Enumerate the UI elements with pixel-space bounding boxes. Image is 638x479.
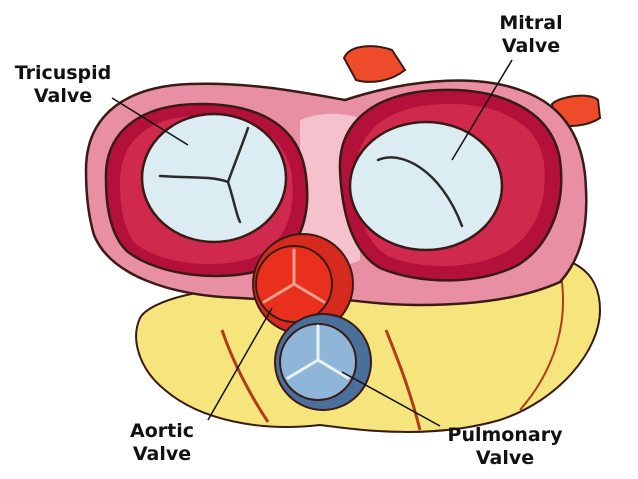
fat-seam-right	[384, 329, 422, 431]
aortic-label-line2: Valve	[132, 443, 192, 465]
aortic-valve-label: Aortic Valve	[110, 420, 214, 466]
mitral-label-line2: Valve	[501, 35, 561, 57]
mitral-valve-closure-line	[376, 156, 464, 228]
mitral-valve-label: Mitral Valve	[476, 12, 586, 58]
fat-seam-left	[220, 329, 270, 423]
pulmonary-valve-label: Pulmonary Valve	[430, 424, 580, 470]
mitral-leader-line	[451, 59, 513, 161]
pulmonary-vein-top	[342, 45, 407, 83]
fat-seam-far-right	[519, 269, 564, 411]
tricuspid-leader-line	[111, 97, 189, 146]
mitral-valve	[348, 120, 504, 252]
aortic-label-line1: Aortic	[130, 420, 194, 442]
aortic-valve-cusp-lines	[262, 248, 326, 304]
tricuspid-label-line1: Tricuspid	[14, 62, 112, 84]
pulmonary-valve-cusp-lines	[286, 324, 350, 380]
pulmonary-label-line1: Pulmonary	[447, 424, 563, 446]
pulmonary-label-line2: Valve	[475, 447, 535, 469]
tricuspid-valve-leaflet-lines	[158, 126, 250, 224]
pulmonary-valve	[279, 323, 357, 401]
tricuspid-valve-label: Tricuspid Valve	[0, 62, 126, 108]
mitral-label-line1: Mitral	[499, 12, 563, 34]
pulmonary-leader-line	[341, 371, 441, 427]
tricuspid-label-line2: Valve	[33, 85, 93, 107]
aortic-leader-line	[207, 307, 273, 421]
